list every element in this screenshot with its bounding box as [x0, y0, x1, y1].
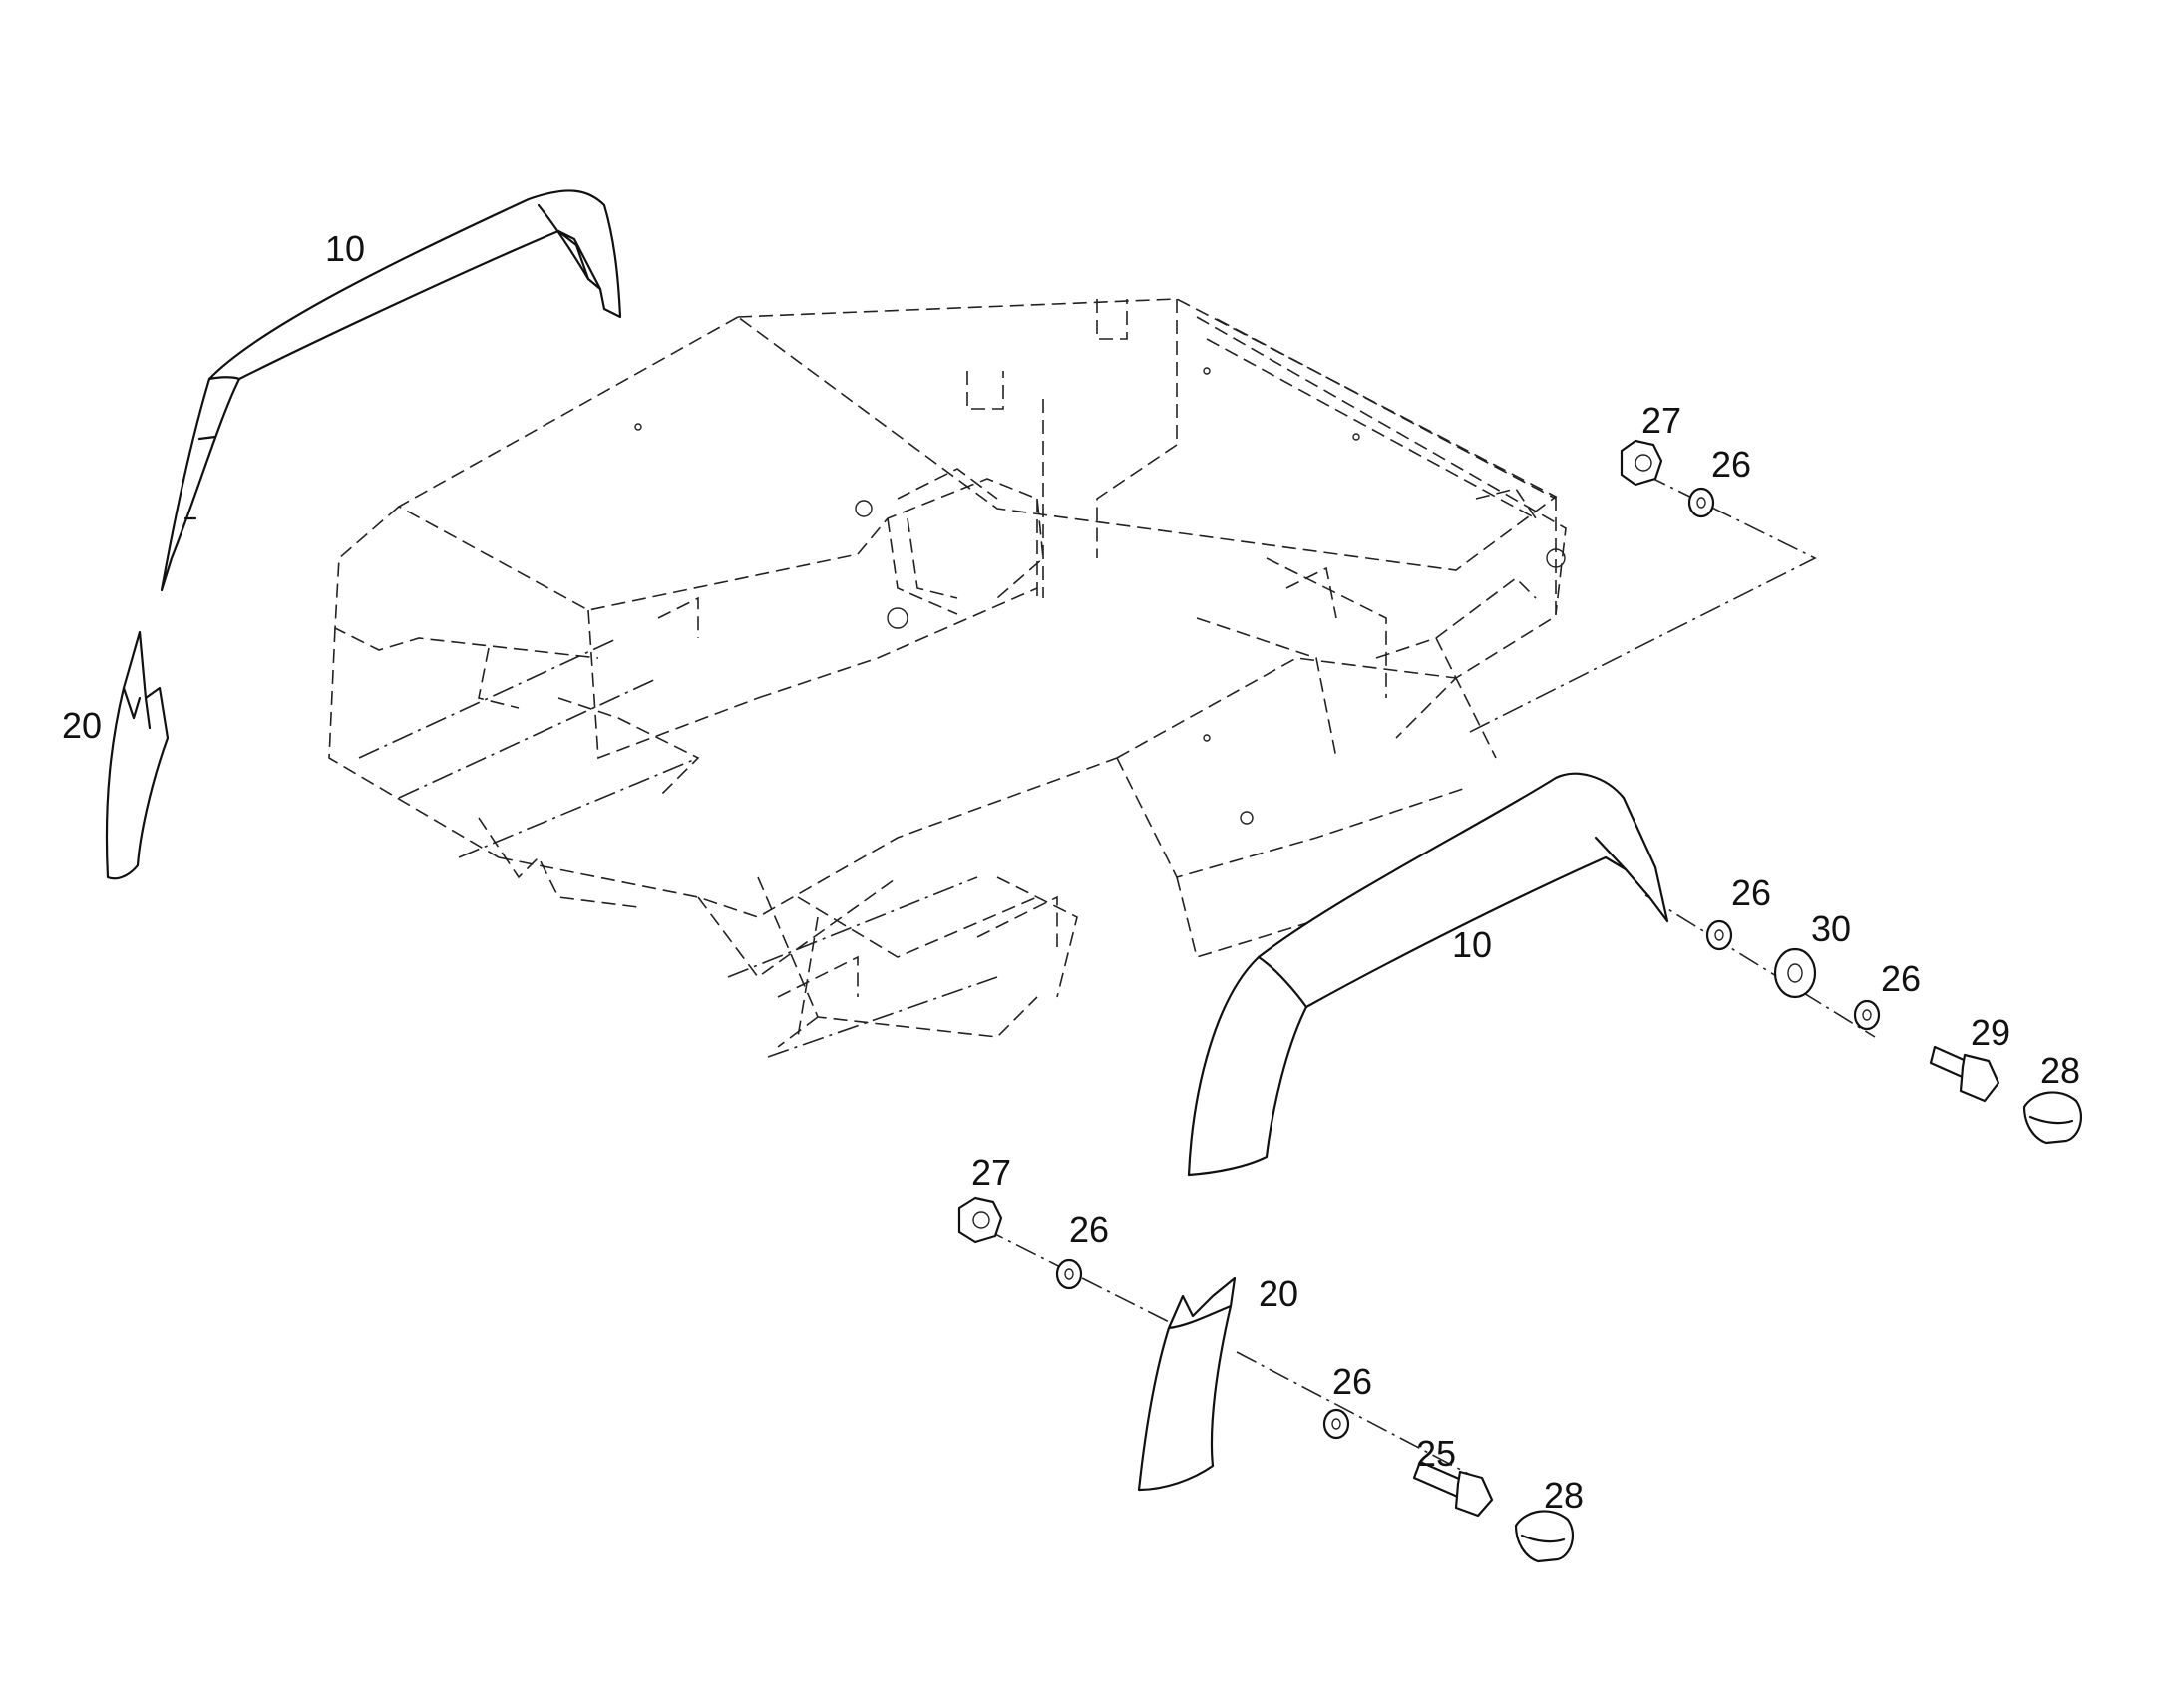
callout-25-bottom: 25 [1416, 1433, 1456, 1474]
nut-bottom [957, 1196, 1003, 1244]
callout-27-bottom: 27 [971, 1152, 1011, 1193]
spacer-right [1773, 947, 1817, 999]
washer-top-right [1687, 487, 1715, 518]
bolt-right [1929, 1045, 2000, 1103]
callout-26-bottom-1: 26 [1069, 1209, 1109, 1250]
washer-bottom-1 [1055, 1258, 1083, 1290]
callout-26-bottom-2: 26 [1332, 1361, 1372, 1402]
callout-30-right: 30 [1811, 908, 1851, 949]
cap-bottom [1514, 1510, 1575, 1563]
callout-26-top: 26 [1711, 444, 1751, 485]
callout-20-bottom: 20 [1259, 1273, 1298, 1314]
callout-26-right-1: 26 [1731, 872, 1771, 913]
fender-lower-right [1187, 772, 1669, 1177]
washer-bottom-2 [1322, 1408, 1350, 1440]
fender-upper-left [160, 189, 622, 592]
mud-flap-left [105, 630, 170, 880]
callout-28-right: 28 [2040, 1050, 2080, 1091]
callout-27-top: 27 [1641, 400, 1681, 441]
assembly-lines [358, 474, 1876, 1479]
washer-right-1 [1705, 919, 1733, 951]
mud-flap-bottom [1137, 1276, 1237, 1492]
callout-10-lower: 10 [1452, 924, 1492, 965]
cap-right [2022, 1091, 2083, 1145]
callout-29-right: 29 [1971, 1012, 2010, 1053]
nut-top-right [1620, 439, 1663, 487]
vehicle-frame-phantom [328, 298, 1567, 1048]
bolt-bottom [1412, 1460, 1494, 1518]
washer-right-2 [1853, 999, 1881, 1031]
callout-26-right-2: 26 [1881, 958, 1921, 999]
callout-28-bottom: 28 [1544, 1475, 1584, 1516]
callout-10-upper: 10 [325, 228, 365, 269]
callout-20-left: 20 [62, 705, 102, 746]
